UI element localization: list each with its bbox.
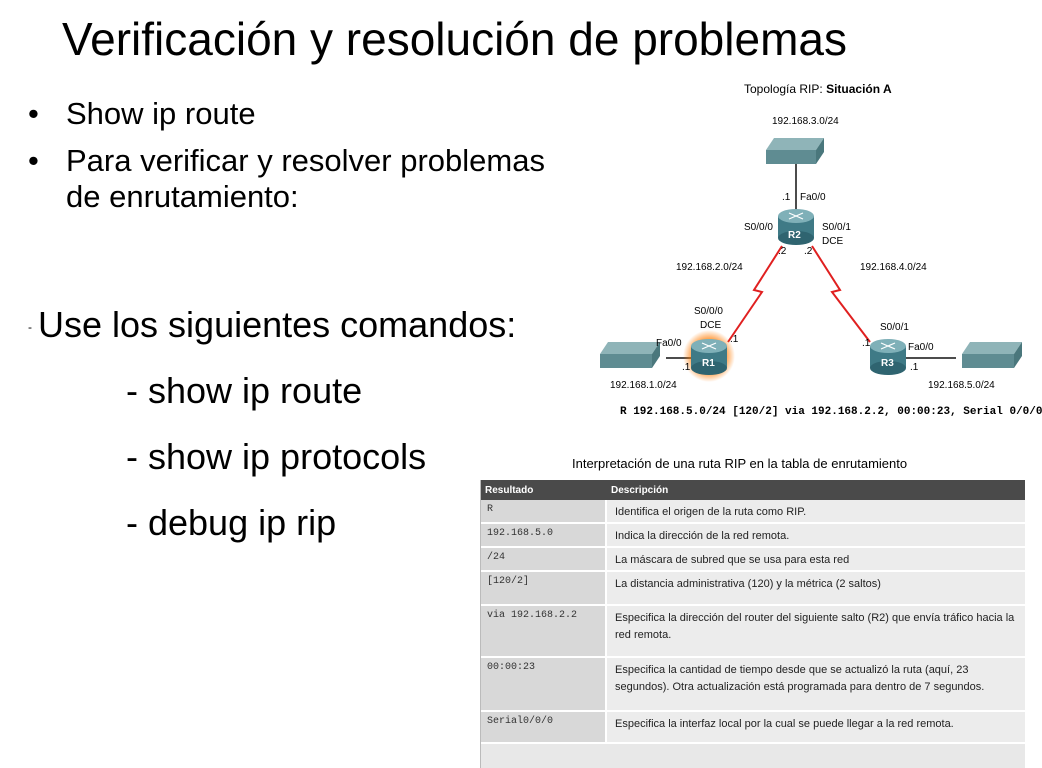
r1-dce-label: DCE [700,320,722,331]
r1-s0-label: S0/0/0 [694,306,723,317]
row-description: Especifica la cantidad de tiempo desde q… [605,658,1025,710]
r2-fa-label: Fa0/0 [800,192,826,203]
row-result: /24 [481,548,605,570]
header-result: Resultado [485,484,534,496]
r2-s1-ip-label: .2 [804,246,813,257]
router-r3-icon [870,339,906,375]
serial-link-r1-r2 [727,245,783,343]
router-r2-icon [778,209,814,245]
r1-fa-ip-label: .1 [682,362,691,373]
topology-graphic [600,138,1022,382]
net-right-label: 192.168.5.0/24 [928,380,995,391]
row-description: Identifica el origen de la ruta como RIP… [605,500,1025,522]
r3-s1-label: S0/0/1 [880,322,909,333]
table-row: 00:00:23 Especifica la cantidad de tiemp… [481,658,1025,712]
switch-right-icon [962,342,1022,368]
rip-topology-diagram: Topología RIP: Situación A 192.168.3.0/2… [586,80,1042,426]
row-result: [120/2] [481,572,605,604]
command-show-ip-protocols: - show ip protocols [126,436,427,477]
r2-name: R2 [788,230,801,241]
link-right-label: 192.168.4.0/24 [860,262,927,273]
table-row: R Identifica el origen de la ruta como R… [481,500,1025,524]
row-description: La distancia administrativa (120) y la m… [605,572,1025,604]
row-result: via 192.168.2.2 [481,606,605,656]
row-result: 00:00:23 [481,658,605,710]
r1-s0-ip-label: .1 [730,334,739,345]
row-description: Indica la dirección de la red remota. [605,524,1025,546]
commands-intro-text: Use los siguientes comandos: [38,304,517,345]
slide-title: Verificación y resolución de problemas [62,13,847,65]
bullet-list: Show ip route Para verificar y resolver … [22,96,582,226]
net-top-label: 192.168.3.0/24 [772,116,839,127]
row-result: Serial0/0/0 [481,712,605,742]
table-header: Resultado Descripción [481,480,1025,500]
router-r1-icon [683,330,735,382]
command-debug-ip-rip: - debug ip rip [126,502,337,543]
commands-intro: -Use los siguientes comandos: [28,304,516,346]
command-show-ip-route: - show ip route [126,370,363,411]
switch-left-icon [600,342,660,368]
topology-title: Topología RIP: Situación A [744,82,892,96]
commands-intro-dash: - [28,320,32,335]
rip-route-table: Resultado Descripción R Identifica el or… [480,480,1025,768]
header-description: Descripción [611,484,669,496]
r3-fa-label: Fa0/0 [908,342,934,353]
r2-s0-label: S0/0/0 [744,222,773,233]
r2-s0-ip-label: .2 [778,246,787,257]
r1-name: R1 [702,358,715,369]
bullet-item: Show ip route [22,96,582,133]
r1-fa-label: Fa0/0 [656,338,682,349]
row-result: R [481,500,605,522]
r3-s1-ip-label: .1 [862,338,871,349]
table-row: Serial0/0/0 Especifica la interfaz local… [481,712,1025,744]
switch-top-icon [766,138,824,164]
table-row: [120/2] La distancia administrativa (120… [481,572,1025,606]
serial-link-r2-r3 [811,245,871,343]
table-row: /24 La máscara de subred que se usa para… [481,548,1025,572]
r3-fa-ip-label: .1 [910,362,919,373]
row-description: La máscara de subred que se usa para est… [605,548,1025,570]
row-description: Especifica la dirección del router del s… [605,606,1025,656]
link-left-label: 192.168.2.0/24 [676,262,743,273]
bullet-item: Para verificar y resolver problemas de e… [22,143,582,216]
route-output-line: R 192.168.5.0/24 [120/2] via 192.168.2.2… [620,406,1042,418]
row-description: Especifica la interfaz local por la cual… [605,712,1025,742]
table-title: Interpretación de una ruta RIP en la tab… [572,456,908,471]
r3-name: R3 [881,358,894,369]
r2-fa-ip-label: .1 [782,192,791,203]
table-row: 192.168.5.0 Indica la dirección de la re… [481,524,1025,548]
net-left-label: 192.168.1.0/24 [610,380,677,391]
table-row: via 192.168.2.2 Especifica la dirección … [481,606,1025,658]
r2-s1-label: S0/0/1 [822,222,851,233]
row-result: 192.168.5.0 [481,524,605,546]
r2-dce-label: DCE [822,236,844,247]
